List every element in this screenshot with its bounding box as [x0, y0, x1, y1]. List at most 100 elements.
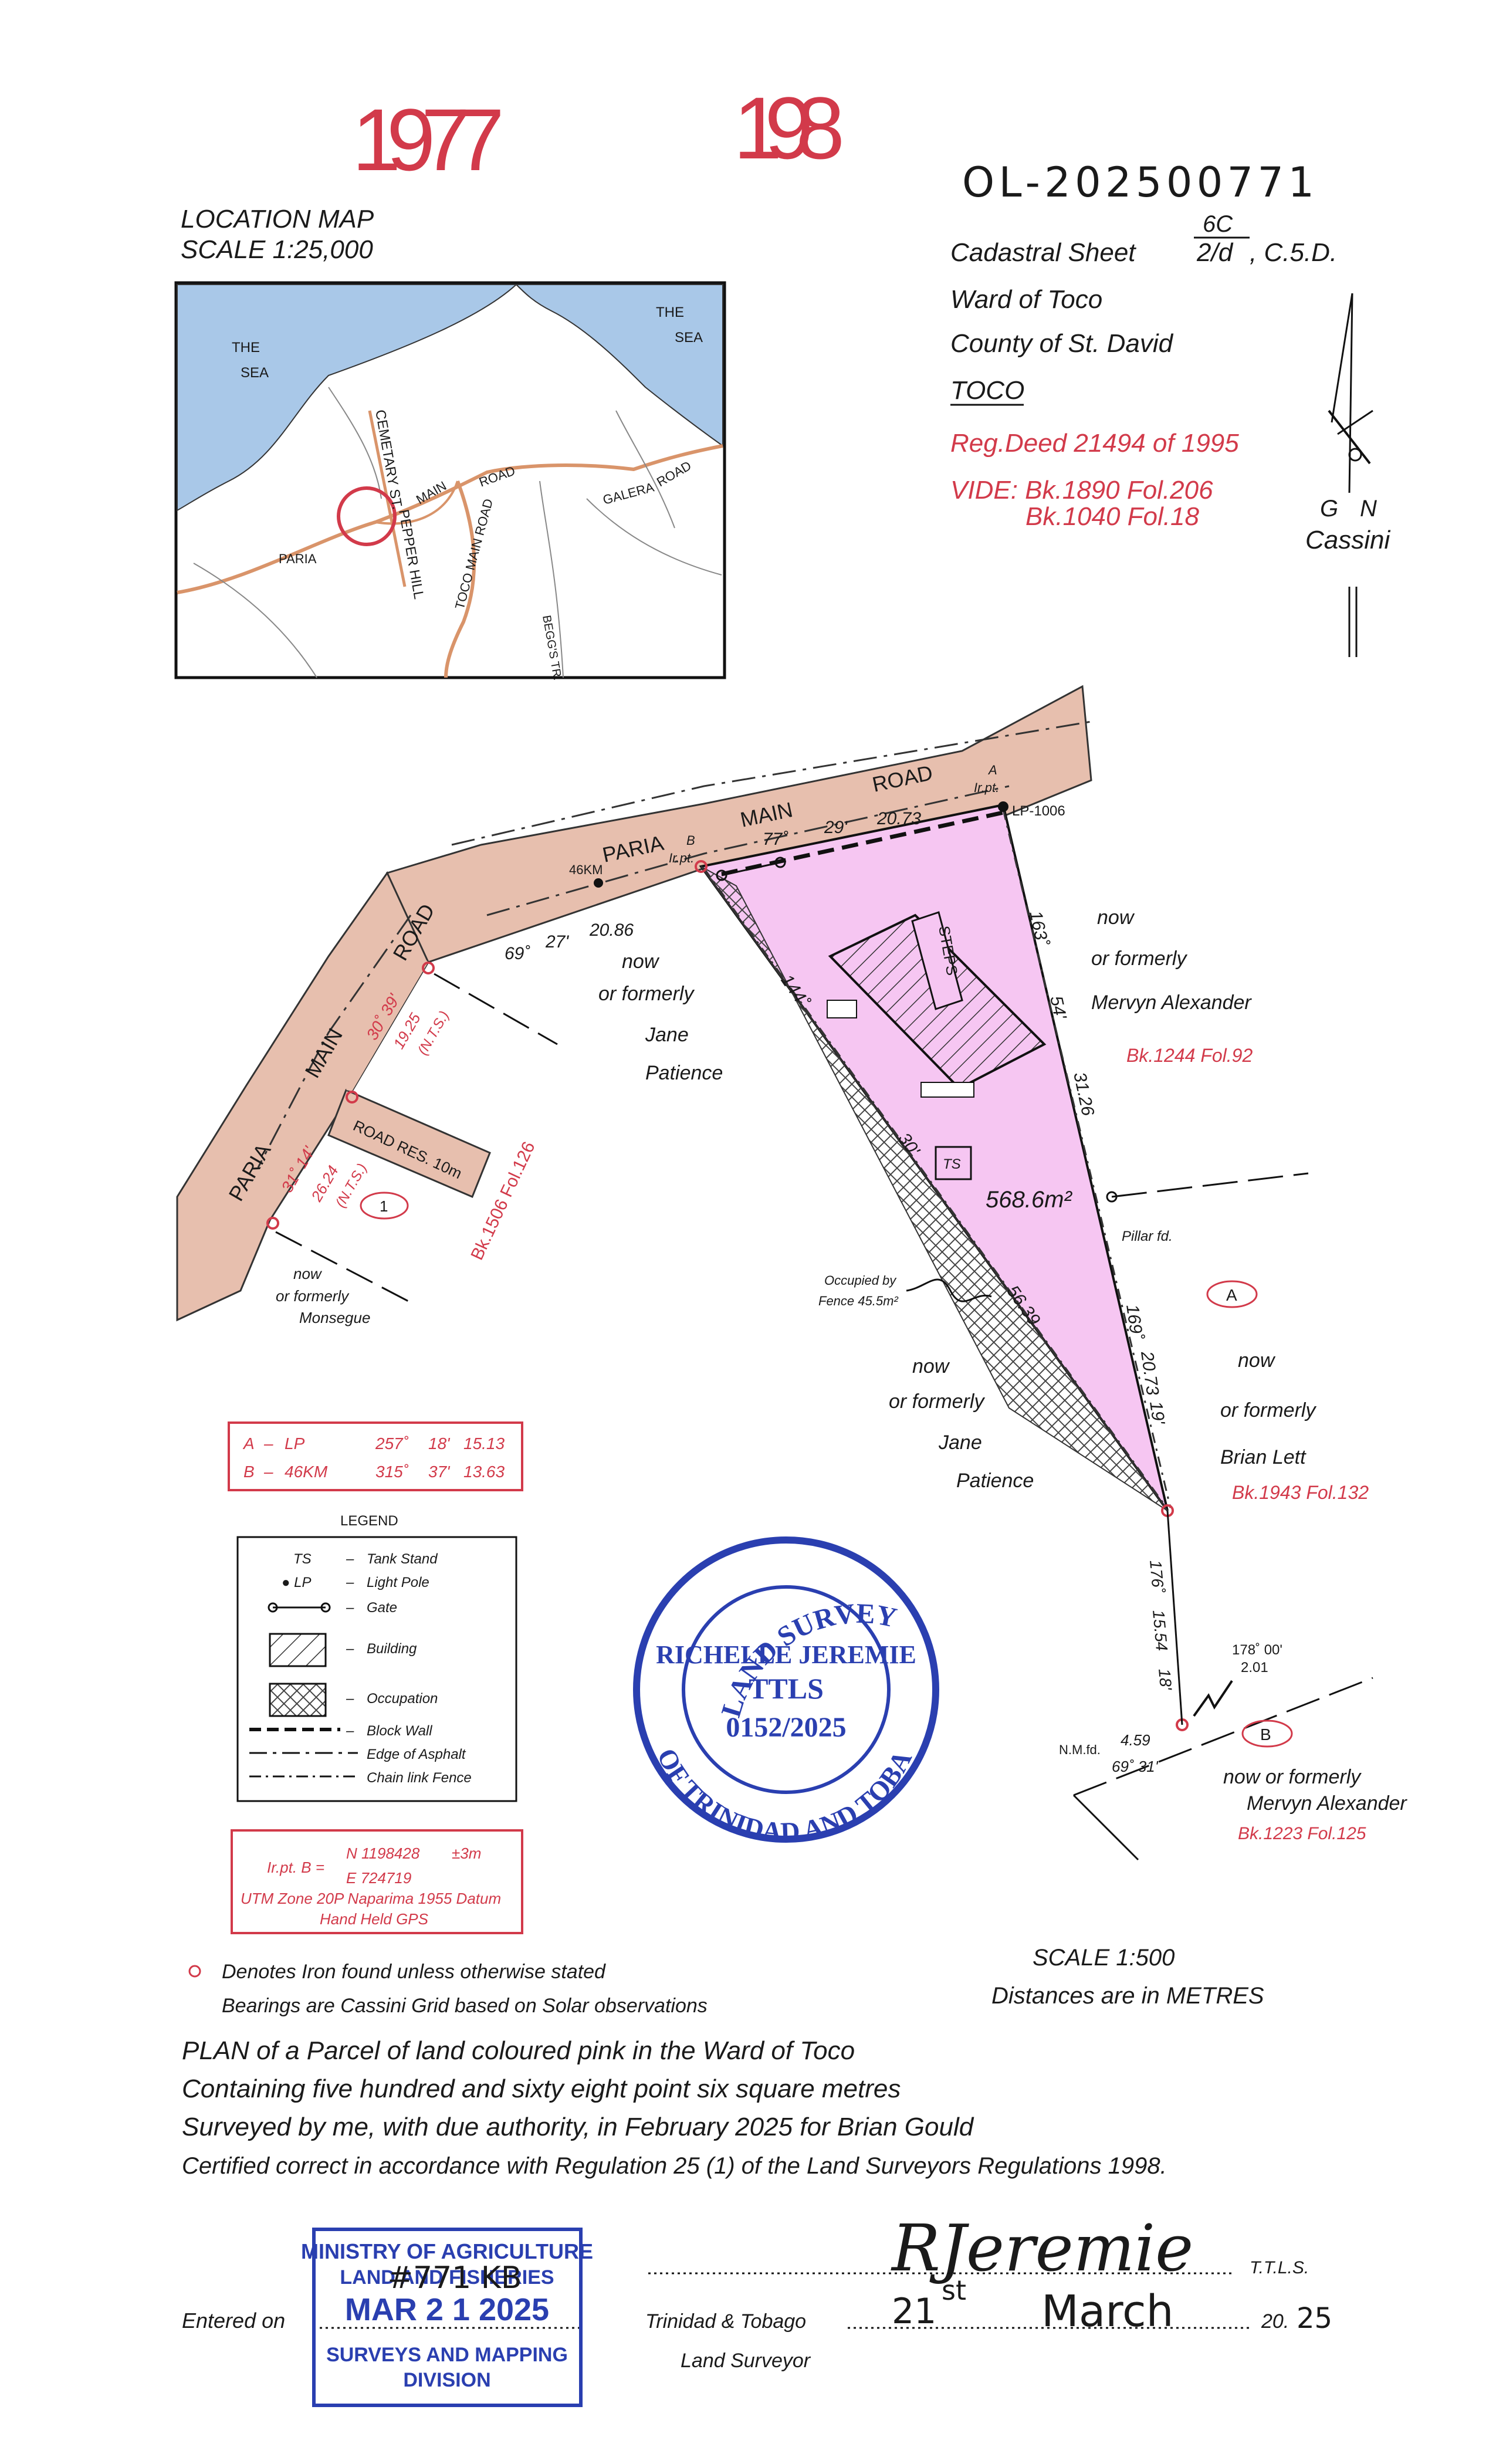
location-map-scale: SCALE 1:25,000 [181, 235, 373, 264]
svg-text:RICHELLE JEREMIE: RICHELLE JEREMIE [656, 1640, 916, 1669]
road-reservation [327, 1089, 491, 1198]
tt-land-surveyor-2: Land Surveyor [681, 2350, 811, 2372]
svg-text:Building: Building [367, 1641, 417, 1657]
svg-text:TS: TS [293, 1551, 312, 1567]
svg-text:Bk.1040 Fol.18: Bk.1040 Fol.18 [1025, 502, 1199, 531]
svg-text:20.73: 20.73 [876, 809, 921, 828]
svg-text:now: now [912, 1355, 950, 1377]
svg-text:4.59: 4.59 [1121, 1731, 1150, 1749]
header-number-right: 198 [733, 79, 845, 177]
svg-text:● LP: ● LP [282, 1575, 312, 1590]
gate-symbol [716, 857, 786, 881]
svg-text:–: – [346, 1641, 354, 1657]
svg-text:Jane: Jane [645, 1024, 689, 1046]
svg-text:Light Pole: Light Pole [367, 1575, 429, 1590]
svg-text:Brian Lett: Brian Lett [1220, 1446, 1307, 1468]
svg-text:or formerly: or formerly [598, 983, 695, 1005]
svg-text:now: now [1238, 1349, 1276, 1372]
svg-text:A: A [242, 1434, 255, 1453]
svg-text:TTLS: TTLS [749, 1672, 824, 1705]
statement-line-2: Containing five hundred and sixty eight … [182, 2074, 901, 2103]
svg-text:18': 18' [428, 1434, 451, 1453]
svg-text:77˚: 77˚ [763, 830, 788, 849]
legend: LEGEND TS – Tank Stand ● LP – Light Pole… [236, 1513, 517, 1802]
svg-text:69˚: 69˚ [505, 944, 530, 963]
svg-text:B: B [1260, 1725, 1271, 1744]
svg-text:Tank Stand: Tank Stand [367, 1551, 438, 1567]
svg-text:Occupation: Occupation [367, 1691, 438, 1707]
svg-text:County of St. David: County of St. David [950, 329, 1174, 358]
svg-text:G: G [1320, 496, 1338, 522]
note-scale: SCALE 1:500 [1033, 1945, 1175, 1971]
svg-text:now or formerly: now or formerly [1223, 1766, 1362, 1788]
svg-text:15.13: 15.13 [463, 1434, 505, 1453]
svg-text:(N.T.S.): (N.T.S.) [415, 1008, 452, 1058]
sea-right [515, 284, 723, 447]
svg-text:, C.5.D.: , C.5.D. [1250, 238, 1337, 267]
svg-text:DIVISION: DIVISION [403, 2369, 490, 2391]
svg-text:LAND AND FISHERIES: LAND AND FISHERIES [340, 2266, 554, 2289]
svg-text:46KM: 46KM [569, 862, 603, 877]
svg-text:Mervyn Alexander: Mervyn Alexander [1247, 1792, 1407, 1815]
svg-text:–: – [263, 1463, 273, 1481]
svg-text:B: B [686, 833, 695, 848]
site-location-circle [337, 486, 397, 546]
svg-text:Fence 45.5m²: Fence 45.5m² [818, 1294, 898, 1308]
svg-text:or formerly: or formerly [276, 1287, 350, 1305]
svg-text:257˚: 257˚ [375, 1434, 409, 1453]
svg-text:now: now [622, 950, 660, 973]
svg-text:178˚ 00': 178˚ 00' [1232, 1642, 1282, 1658]
svg-text:Block Wall: Block Wall [367, 1723, 432, 1739]
svg-text:SEA: SEA [675, 330, 703, 346]
tank-stand [935, 1146, 972, 1180]
svg-text:THE: THE [232, 340, 260, 356]
svg-text:13.63: 13.63 [463, 1463, 505, 1481]
svg-text:or formerly: or formerly [889, 1390, 985, 1413]
road-corner-fill [346, 956, 428, 1091]
svg-text:TS: TS [943, 1156, 961, 1172]
svg-text:SEA: SEA [241, 365, 269, 381]
date-day: 21 [892, 2291, 936, 2332]
svg-text:20.73: 20.73 [1137, 1349, 1162, 1396]
svg-text:Chain link Fence: Chain link Fence [367, 1770, 472, 1786]
svg-text:6C: 6C [1203, 211, 1233, 237]
svg-text:176˚: 176˚ [1146, 1559, 1167, 1594]
svg-text:Ward of Toco: Ward of Toco [950, 285, 1102, 314]
entered-on-label: Entered on [182, 2309, 285, 2333]
svg-text:1: 1 [380, 1197, 388, 1215]
date-year: 25 [1297, 2302, 1332, 2335]
svg-text:Bk.1223 Fol.125: Bk.1223 Fol.125 [1238, 1824, 1366, 1843]
header-number-left: 1977 [352, 90, 505, 189]
ministry-stamp: MINISTRY OF AGRICULTURE LAND AND FISHERI… [301, 2228, 593, 2407]
note-bearings: Bearings are Cassini Grid based on Solar… [222, 1995, 708, 2017]
svg-text:Bk.1943 Fol.132: Bk.1943 Fol.132 [1232, 1482, 1369, 1503]
svg-text:Gate: Gate [367, 1600, 397, 1616]
svg-text:Monsegue: Monsegue [299, 1309, 370, 1326]
svg-text:15.54: 15.54 [1149, 1609, 1171, 1652]
svg-text:27': 27' [545, 932, 569, 952]
svg-text:or formerly: or formerly [1220, 1399, 1316, 1421]
svg-text:MINISTRY OF AGRICULTURE: MINISTRY OF AGRICULTURE [301, 2239, 593, 2263]
svg-text:MAR 2 1 2025: MAR 2 1 2025 [345, 2292, 549, 2327]
svg-text:N: N [1360, 496, 1377, 522]
svg-text:A: A [1226, 1286, 1237, 1304]
ties-box: A – LP 257˚ 18' 15.13 B – 46KM 315˚ 37' … [228, 1421, 523, 1491]
svg-text:20.86: 20.86 [589, 920, 634, 940]
svg-text:LP: LP [285, 1434, 305, 1453]
date-month: March [1041, 2286, 1174, 2337]
svg-text:–: – [263, 1434, 273, 1453]
reference-number: OL-202500771 [962, 158, 1314, 207]
svg-text:N 1198428: N 1198428 [346, 1844, 420, 1862]
svg-text:PARIA: PARIA [279, 551, 317, 566]
svg-text:#771 KB: #771 KB [387, 2260, 522, 2296]
svg-text:Reg.Deed 21494 of 1995: Reg.Deed 21494 of 1995 [950, 429, 1239, 458]
svg-text:Mervyn Alexander: Mervyn Alexander [1091, 991, 1252, 1014]
ttls-label: T.T.L.S. [1250, 2258, 1309, 2277]
svg-text:UTM Zone 20P Naparima 1955 Dat: UTM Zone 20P Naparima 1955 Datum [241, 1890, 501, 1907]
svg-text:Patience: Patience [645, 1062, 723, 1084]
svg-text:±3m: ±3m [452, 1844, 481, 1862]
svg-text:37': 37' [428, 1463, 451, 1481]
tt-land-surveyor-1: Trinidad & Tobago [645, 2310, 806, 2333]
svg-text:18': 18' [1155, 1668, 1175, 1692]
